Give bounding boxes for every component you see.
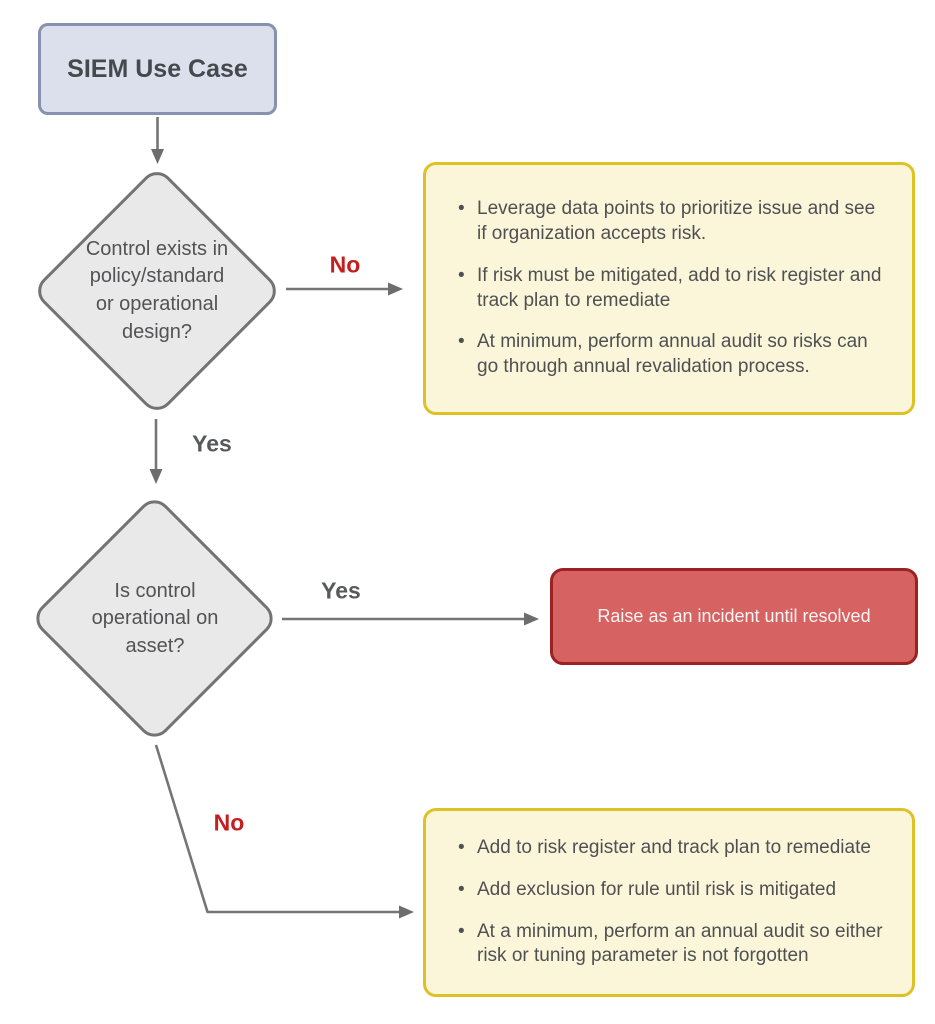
- accept-risk-bullet-list: Leverage data points to prioritize issue…: [456, 197, 888, 379]
- bullet-item: Add to risk register and track plan to r…: [456, 836, 888, 861]
- risk-register-bullet-list: Add to risk register and track plan to r…: [456, 836, 888, 969]
- edge-decision1-no-to-accept-risk: [286, 282, 403, 296]
- bullet-item: Leverage data points to prioritize issue…: [456, 197, 888, 246]
- edge-label-no-2: No: [213, 809, 245, 836]
- bullet-item: If risk must be mitigated, add to risk r…: [456, 264, 888, 313]
- edge-start-to-decision1: [151, 117, 164, 164]
- edge-decision1-yes-to-decision2: [149, 419, 163, 484]
- edge-label-no-1: No: [329, 251, 361, 278]
- decision2-label: Is control operational on asset?: [91, 579, 219, 657]
- bullet-item: At minimum, perform annual audit so risk…: [456, 330, 888, 379]
- decision1-label: Control exists in policy/standard or ope…: [85, 237, 229, 343]
- edge-decision2-yes-to-incident: [282, 612, 539, 626]
- edge-label-yes-2: Yes: [321, 577, 361, 604]
- incident-box: Raise as an incident until resolved: [550, 568, 918, 665]
- outcome-risk-register-box: Add to risk register and track plan to r…: [423, 808, 915, 997]
- bullet-item: At a minimum, perform an annual audit so…: [456, 920, 888, 969]
- bullet-item: Add exclusion for rule until risk is mit…: [456, 878, 888, 903]
- outcome-accept-risk-box: Leverage data points to prioritize issue…: [423, 162, 915, 415]
- start-node-siem-use-case: SIEM Use Case: [38, 23, 277, 115]
- edge-decision2-no-to-risk-register: [154, 744, 414, 919]
- incident-box-label: Raise as an incident until resolved: [597, 606, 871, 626]
- edge-label-yes-1: Yes: [192, 430, 232, 457]
- start-node-label: SIEM Use Case: [67, 54, 248, 83]
